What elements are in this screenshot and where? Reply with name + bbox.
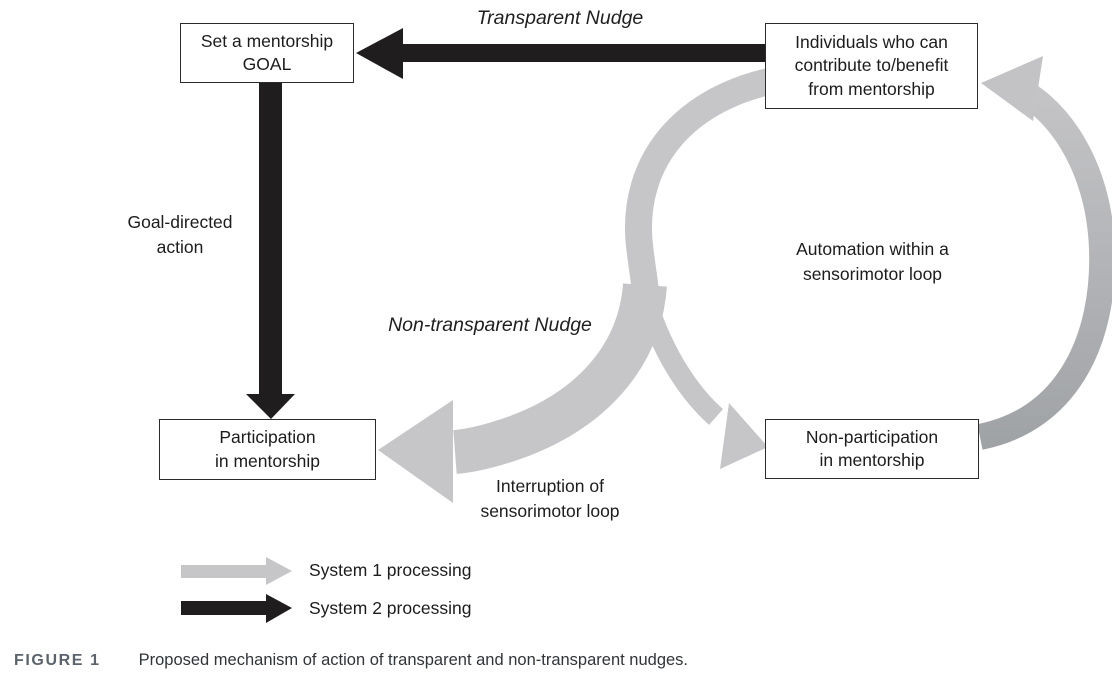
label-automation-line2: sensorimotor loop: [802, 263, 943, 284]
box-participation-line2: in mentorship: [214, 450, 321, 471]
box-individuals-line1: Individuals who can: [795, 32, 948, 53]
box-individuals-line3: from mentorship: [808, 78, 935, 99]
legend-system1-label: System 1 processing: [309, 560, 472, 580]
label-non-transparent-nudge: Non-transparent Nudge: [388, 314, 592, 336]
transparent-nudge-arrow: [356, 28, 775, 79]
automation-loop-arrow: [977, 56, 1112, 450]
box-individuals-line2: contribute to/benefit: [794, 55, 949, 76]
box-participation-line1: Participation: [219, 427, 316, 448]
legend-system2-label: System 2 processing: [309, 598, 472, 618]
label-goal-directed-line2: action: [156, 236, 204, 257]
box-goal-line2: GOAL: [242, 54, 292, 74]
label-interruption-line2: sensorimotor loop: [480, 500, 620, 521]
box-non-participation-line1: Non-participation: [805, 426, 939, 447]
label-goal-directed-line1: Goal-directed: [127, 212, 233, 232]
box-individuals: Individuals who can contribute to/benefi…: [765, 23, 978, 109]
label-interruption: Interruption of sensorimotor loop: [455, 474, 645, 524]
non-transparent-nudge-arrow: [378, 62, 804, 503]
legend-system2-arrow: [181, 594, 292, 623]
label-interruption-line1: Interruption of: [496, 476, 604, 496]
label-automation: Automation within a sensorimotor loop: [765, 237, 980, 287]
box-non-participation: Non-participation in mentorship: [765, 419, 979, 479]
box-participation: Participation in mentorship: [159, 419, 376, 480]
label-transparent-nudge: Transparent Nudge: [476, 7, 644, 29]
box-goal-line1: Set a mentorship: [200, 30, 334, 51]
figure-caption: FIGURE 1 Proposed mechanism of action of…: [14, 651, 688, 670]
goal-directed-arrow: [246, 80, 295, 419]
box-set-mentorship-goal: Set a mentorship GOAL: [180, 23, 354, 83]
figure-caption-text: Proposed mechanism of action of transpar…: [138, 651, 689, 669]
figure-caption-tag: FIGURE 1: [14, 652, 101, 669]
legend-system1-arrow: [181, 557, 292, 585]
label-automation-line1: Automation within a: [796, 239, 949, 259]
label-goal-directed-action: Goal-directed action: [110, 210, 250, 260]
box-non-participation-line2: in mentorship: [819, 450, 925, 470]
